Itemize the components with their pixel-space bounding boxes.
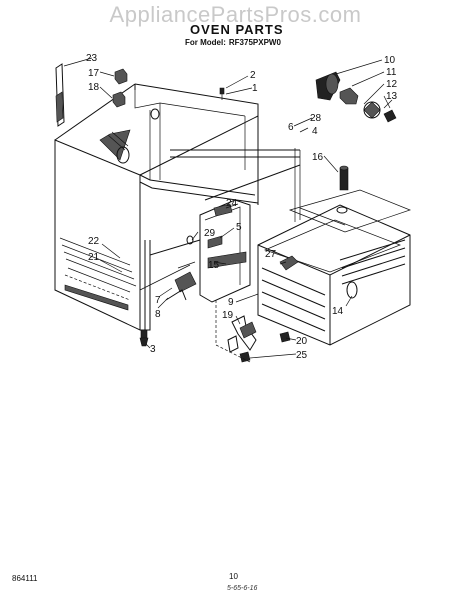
callout-2: 2	[250, 70, 256, 81]
callout-25: 24	[226, 198, 238, 209]
callout-14: 14	[332, 306, 344, 317]
callout-28: 28	[310, 113, 322, 124]
callout-24: 23	[86, 53, 98, 64]
callout-16: 16	[312, 152, 324, 163]
model-label: For Model:	[185, 38, 226, 47]
callout-23: 22	[88, 236, 100, 247]
part-1-2-screw	[219, 87, 225, 100]
callout-9: 9	[228, 297, 234, 308]
watermark-text: AppliancePartsPros.com	[109, 2, 362, 27]
part-16-tube	[339, 165, 349, 191]
parts-17-18-blocks	[112, 68, 128, 108]
callout-29: 29	[204, 228, 216, 239]
callout-22: 21	[88, 252, 100, 263]
callout-13: 13	[386, 91, 398, 102]
model-number: RF375PXPW0	[228, 38, 281, 47]
callout-5: 5	[236, 222, 242, 233]
callout-6: 6	[288, 122, 294, 133]
parts-19-21-hinge	[215, 300, 291, 363]
callout-18: 18	[88, 82, 100, 93]
callout-12: 12	[386, 79, 398, 90]
page-number: 10	[229, 572, 238, 581]
callout-27: 27	[265, 249, 277, 260]
callout-11: 11	[386, 67, 397, 78]
parts-7-8-latch	[165, 261, 197, 301]
part-3-foot	[139, 329, 149, 347]
callout-1: 1	[252, 83, 258, 94]
callout-10: 10	[384, 55, 396, 66]
leader-lines	[63, 57, 391, 359]
callout-15: 15	[208, 260, 220, 271]
oven-body	[54, 83, 301, 331]
model-line: For Model:RF375PXPW0	[182, 38, 281, 47]
callout-4: 4	[312, 126, 318, 137]
callout-20: 20	[296, 336, 308, 347]
handwritten-code: 5-65-6-16	[227, 585, 258, 592]
parts-10-13-knob-assembly	[315, 71, 397, 123]
callout-8: 8	[155, 309, 161, 320]
callout-3: 3	[150, 344, 156, 355]
document-number: 864111	[12, 574, 38, 583]
callout-17: 17	[88, 68, 100, 79]
part-24-strip	[55, 63, 65, 127]
oven-liner	[257, 189, 412, 346]
diagram-title: OVEN PARTS	[190, 22, 284, 37]
callout-7: 7	[155, 295, 161, 306]
callout-21: 25	[296, 350, 308, 361]
callout-labels: 23 17 18 2 1 10 11 12 13 28 4 6 16 24 5 …	[86, 53, 398, 361]
bracket-frame	[186, 199, 251, 303]
callout-19: 19	[222, 310, 234, 321]
